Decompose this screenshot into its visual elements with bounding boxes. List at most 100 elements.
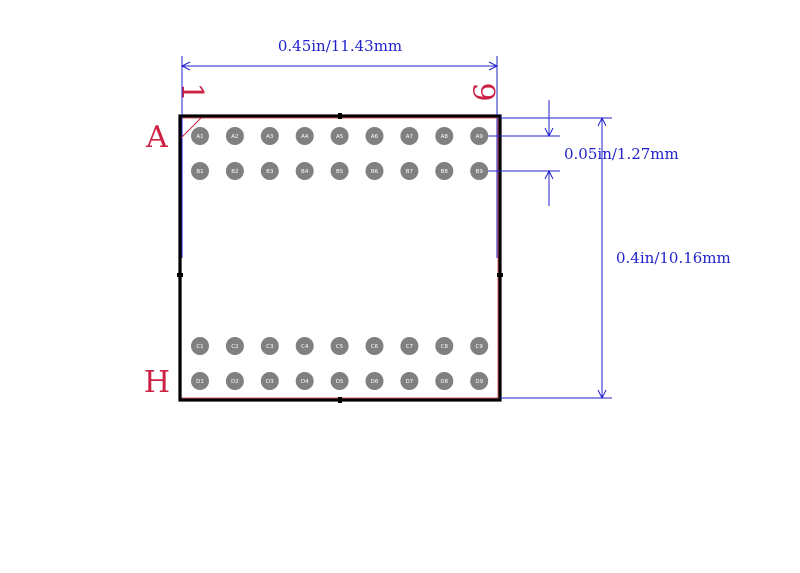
pad-a4: A4 [295, 127, 314, 145]
pin1-chamfer [180, 117, 202, 139]
pad-d4: D4 [295, 372, 314, 390]
pad-circle [260, 127, 279, 145]
pad-label: B2 [231, 169, 238, 175]
pad-circle [295, 162, 314, 180]
pitch-dimension: 0.05in/1.27mm [479, 100, 679, 206]
pad-d3: D3 [260, 372, 279, 390]
pad-circle [295, 337, 314, 355]
pad-label: C4 [301, 344, 309, 350]
pad-label: B9 [476, 169, 484, 175]
pad-b3: B3 [260, 162, 279, 180]
pad-circle [330, 127, 349, 145]
pad-circle [225, 337, 244, 355]
pad-b6: B6 [365, 162, 384, 180]
pad-a8: A8 [435, 127, 454, 145]
pad-a9: A9 [470, 127, 489, 145]
pad-circle [330, 372, 349, 390]
pad-circle [225, 127, 244, 145]
pad-a2: A2 [225, 127, 244, 145]
pad-circle [260, 162, 279, 180]
pad-c8: C8 [435, 337, 454, 355]
pad-c7: C7 [400, 337, 419, 355]
pad-label: C7 [406, 344, 414, 350]
row-marker-first: A [145, 120, 168, 155]
pad-label: B4 [301, 169, 309, 175]
col-marker-first: 1 [174, 82, 209, 101]
pad-b9: B9 [470, 162, 489, 180]
pad-label: A2 [231, 134, 238, 140]
width-label: 0.45in/11.43mm [278, 37, 402, 55]
pad-circle [191, 162, 209, 180]
pad-label: A4 [301, 134, 309, 140]
pad-circle [435, 127, 454, 145]
row-marker-last: H [144, 365, 170, 400]
pad-circle [330, 337, 349, 355]
pad-circle [470, 372, 489, 390]
pad-label: D4 [301, 379, 309, 385]
pad-label: C1 [196, 344, 203, 350]
pad-circle [225, 162, 244, 180]
pad-d7: D7 [400, 372, 419, 390]
pad-b1: B1 [191, 162, 209, 180]
tick-bottom-mid [338, 397, 342, 403]
pad-a5: A5 [330, 127, 349, 145]
pad-circle [260, 337, 279, 355]
pad-circle [191, 127, 209, 145]
pad-a1: A1 [191, 127, 209, 145]
pad-circle [295, 372, 314, 390]
pad-circle [400, 162, 419, 180]
pad-label: B6 [371, 169, 379, 175]
component-outline [178, 114, 502, 402]
pad-label: A6 [371, 134, 379, 140]
pad-d2: D2 [225, 372, 244, 390]
pad-circle [225, 372, 244, 390]
pad-b8: B8 [435, 162, 454, 180]
col-marker-last: 9 [465, 82, 500, 101]
pad-label: D9 [475, 379, 483, 385]
pad-a3: A3 [260, 127, 279, 145]
pad-d9: D9 [470, 372, 489, 390]
pad-label: C5 [336, 344, 344, 350]
pad-circle [295, 127, 314, 145]
pad-label: C3 [266, 344, 274, 350]
pad-label: D6 [371, 379, 379, 385]
pad-circle [365, 162, 384, 180]
pad-c6: C6 [365, 337, 384, 355]
pad-circle [435, 337, 454, 355]
pad-c2: C2 [225, 337, 244, 355]
pad-c3: C3 [260, 337, 279, 355]
pad-c5: C5 [330, 337, 349, 355]
pad-circle [191, 372, 209, 390]
pad-d8: D8 [435, 372, 454, 390]
height-dimension: 0.4in/10.16mm [500, 116, 731, 400]
pad-a6: A6 [365, 127, 384, 145]
pad-label: C6 [371, 344, 379, 350]
pad-label: D3 [266, 379, 274, 385]
pad-circle [260, 372, 279, 390]
assembly-outline [180, 117, 499, 399]
tick-right-mid [497, 273, 503, 277]
pad-c4: C4 [295, 337, 314, 355]
pad-label: A3 [266, 134, 274, 140]
pad-label: C2 [231, 344, 238, 350]
pad-circle [400, 127, 419, 145]
pad-label: A7 [406, 134, 414, 140]
pad-label: B5 [336, 169, 344, 175]
pad-label: B3 [266, 169, 274, 175]
pad-circle [435, 372, 454, 390]
pad-circle [365, 372, 384, 390]
height-label: 0.4in/10.16mm [616, 249, 731, 267]
pad-label: A5 [336, 134, 344, 140]
pad-d5: D5 [330, 372, 349, 390]
pad-label: C8 [441, 344, 449, 350]
pad-circle [330, 162, 349, 180]
pad-circle [365, 337, 384, 355]
pad-label: D8 [440, 379, 448, 385]
pad-a7: A7 [400, 127, 419, 145]
pad-d6: D6 [365, 372, 384, 390]
pad-b4: B4 [295, 162, 314, 180]
pad-label: C9 [476, 344, 484, 350]
pad-label: B1 [196, 169, 203, 175]
pad-label: B7 [406, 169, 414, 175]
